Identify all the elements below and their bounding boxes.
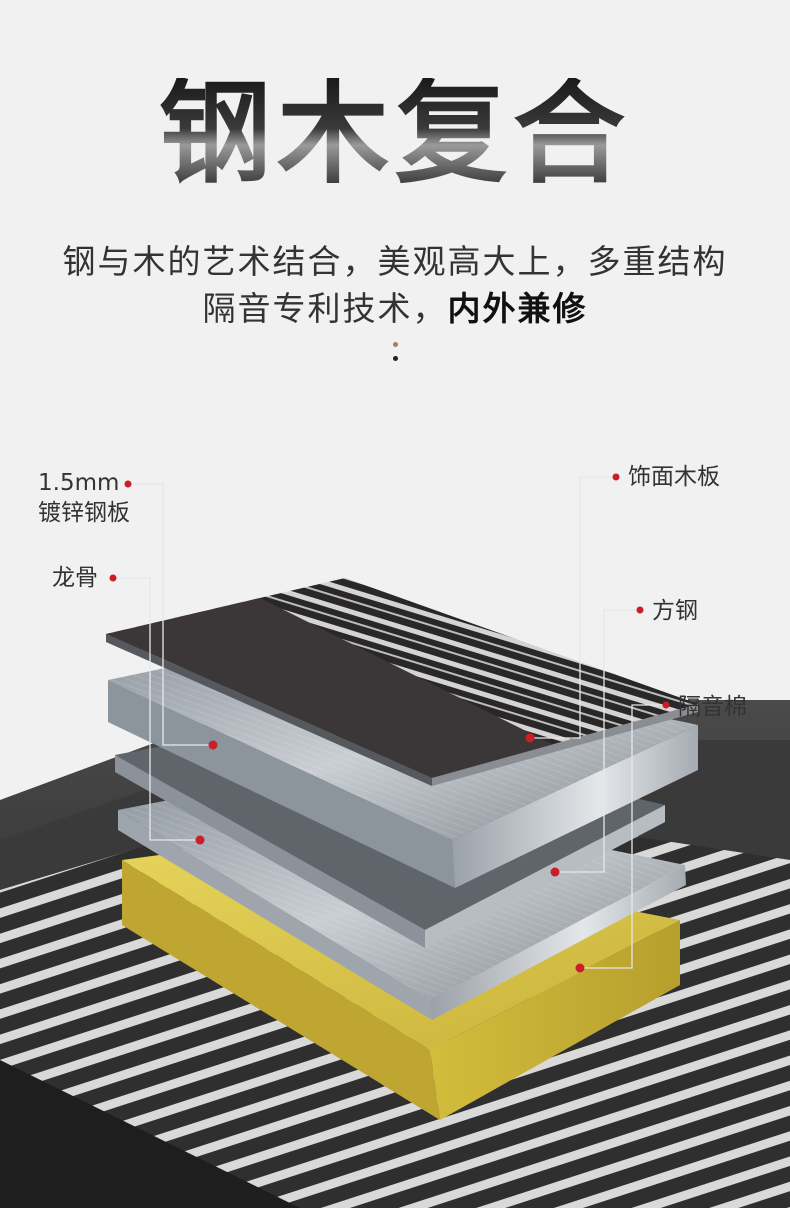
page-subtitle: 钢与木的艺术结合，美观高大上，多重结构 隔音专利技术，内外兼修	[0, 238, 790, 332]
leader-lines	[113, 476, 666, 969]
subtitle-line-2-normal: 隔音专利技术，	[202, 289, 448, 328]
label-insulation: 隔音棉	[678, 694, 747, 720]
subtitle-line-1: 钢与木的艺术结合，美观高大上，多重结构	[62, 242, 728, 281]
label-steel-plate: 镀锌钢板	[38, 500, 130, 526]
page-title: 钢木复合	[0, 78, 790, 190]
layer-diagram	[0, 473, 790, 1208]
label-keel: 龙骨	[52, 565, 98, 591]
label-veneer: 饰面木板	[628, 464, 720, 490]
label-galvanized-steel: 1.5mm 镀锌钢板	[38, 468, 130, 528]
subtitle-line-2: 隔音专利技术，内外兼修	[0, 285, 790, 332]
door-frame-corner	[0, 1060, 300, 1208]
label-steel-thickness: 1.5mm	[38, 470, 120, 496]
subtitle-line-2-bold: 内外兼修	[447, 289, 588, 328]
label-markers	[109, 473, 670, 973]
veneer-board-layer	[106, 578, 698, 786]
label-square-steel: 方钢	[652, 598, 698, 624]
divider-dot-dark	[393, 356, 398, 361]
divider-dot-gold	[393, 342, 398, 347]
